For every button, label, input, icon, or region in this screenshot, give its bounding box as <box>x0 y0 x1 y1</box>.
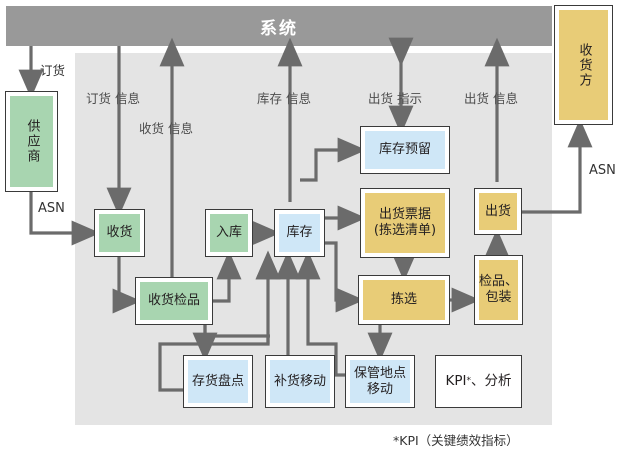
node-inventory[interactable]: 库存 <box>274 209 325 257</box>
kpi-prefix: KPI <box>445 373 467 390</box>
node-supplier-label: 供应商 <box>10 96 53 187</box>
node-storage-move[interactable]: 保管地点 移动 <box>345 355 415 408</box>
node-stocktaking-label: 存货盘点 <box>188 360 248 403</box>
node-stocktaking[interactable]: 存货盘点 <box>183 355 253 408</box>
node-kpi-label: KPI*、分析 <box>440 360 517 403</box>
label-shipping-instruction: 出货 指示 <box>368 91 422 106</box>
node-stock-reserve[interactable]: 库存预留 <box>360 126 450 174</box>
node-shipping-doc[interactable]: 出货票据 (拣选清单) <box>360 188 450 258</box>
node-shipping-doc-label: 出货票据 (拣选清单) <box>365 193 445 253</box>
node-inspect-pack[interactable]: 检品、 包装 <box>474 255 523 325</box>
node-replenish-move-label: 补货移动 <box>270 360 330 403</box>
node-receiver[interactable]: 收货方 <box>554 5 613 125</box>
label-asn-right: ASN <box>589 163 616 178</box>
label-asn-left: ASN <box>38 201 65 216</box>
node-replenish-move[interactable]: 补货移动 <box>265 355 335 408</box>
node-receipt-check-label: 收货检品 <box>140 282 208 320</box>
kpi-suffix: 、分析 <box>470 373 512 390</box>
node-picking[interactable]: 拣选 <box>358 275 450 325</box>
kpi-superscript: * <box>466 376 471 387</box>
node-inventory-label: 库存 <box>279 214 320 252</box>
node-putaway[interactable]: 入库 <box>205 209 253 257</box>
node-receiving[interactable]: 收货 <box>94 209 145 257</box>
node-storage-move-label: 保管地点 移动 <box>350 360 410 403</box>
node-shipping[interactable]: 出货 <box>474 188 522 235</box>
node-receipt-check[interactable]: 收货检品 <box>135 277 213 325</box>
label-receipt-info: 收货 信息 <box>139 121 193 136</box>
node-stock-reserve-label: 库存预留 <box>365 131 445 169</box>
label-stock-info: 库存 信息 <box>257 91 311 106</box>
node-receiver-label: 收货方 <box>559 10 608 120</box>
label-shipping-info: 出货 信息 <box>464 91 518 106</box>
system-title: 系统 <box>260 18 298 39</box>
node-shipping-label: 出货 <box>479 193 517 230</box>
node-receiving-label: 收货 <box>99 214 140 252</box>
label-order: 订货 <box>40 63 66 78</box>
node-inspect-pack-label: 检品、 包装 <box>479 260 518 320</box>
node-supplier[interactable]: 供应商 <box>5 91 58 192</box>
footnote: *KPI（关键绩效指标） <box>393 433 519 448</box>
node-picking-label: 拣选 <box>363 280 445 320</box>
node-kpi[interactable]: KPI*、分析 <box>435 355 522 408</box>
label-order-info: 订货 信息 <box>86 91 140 106</box>
node-putaway-label: 入库 <box>210 214 248 252</box>
